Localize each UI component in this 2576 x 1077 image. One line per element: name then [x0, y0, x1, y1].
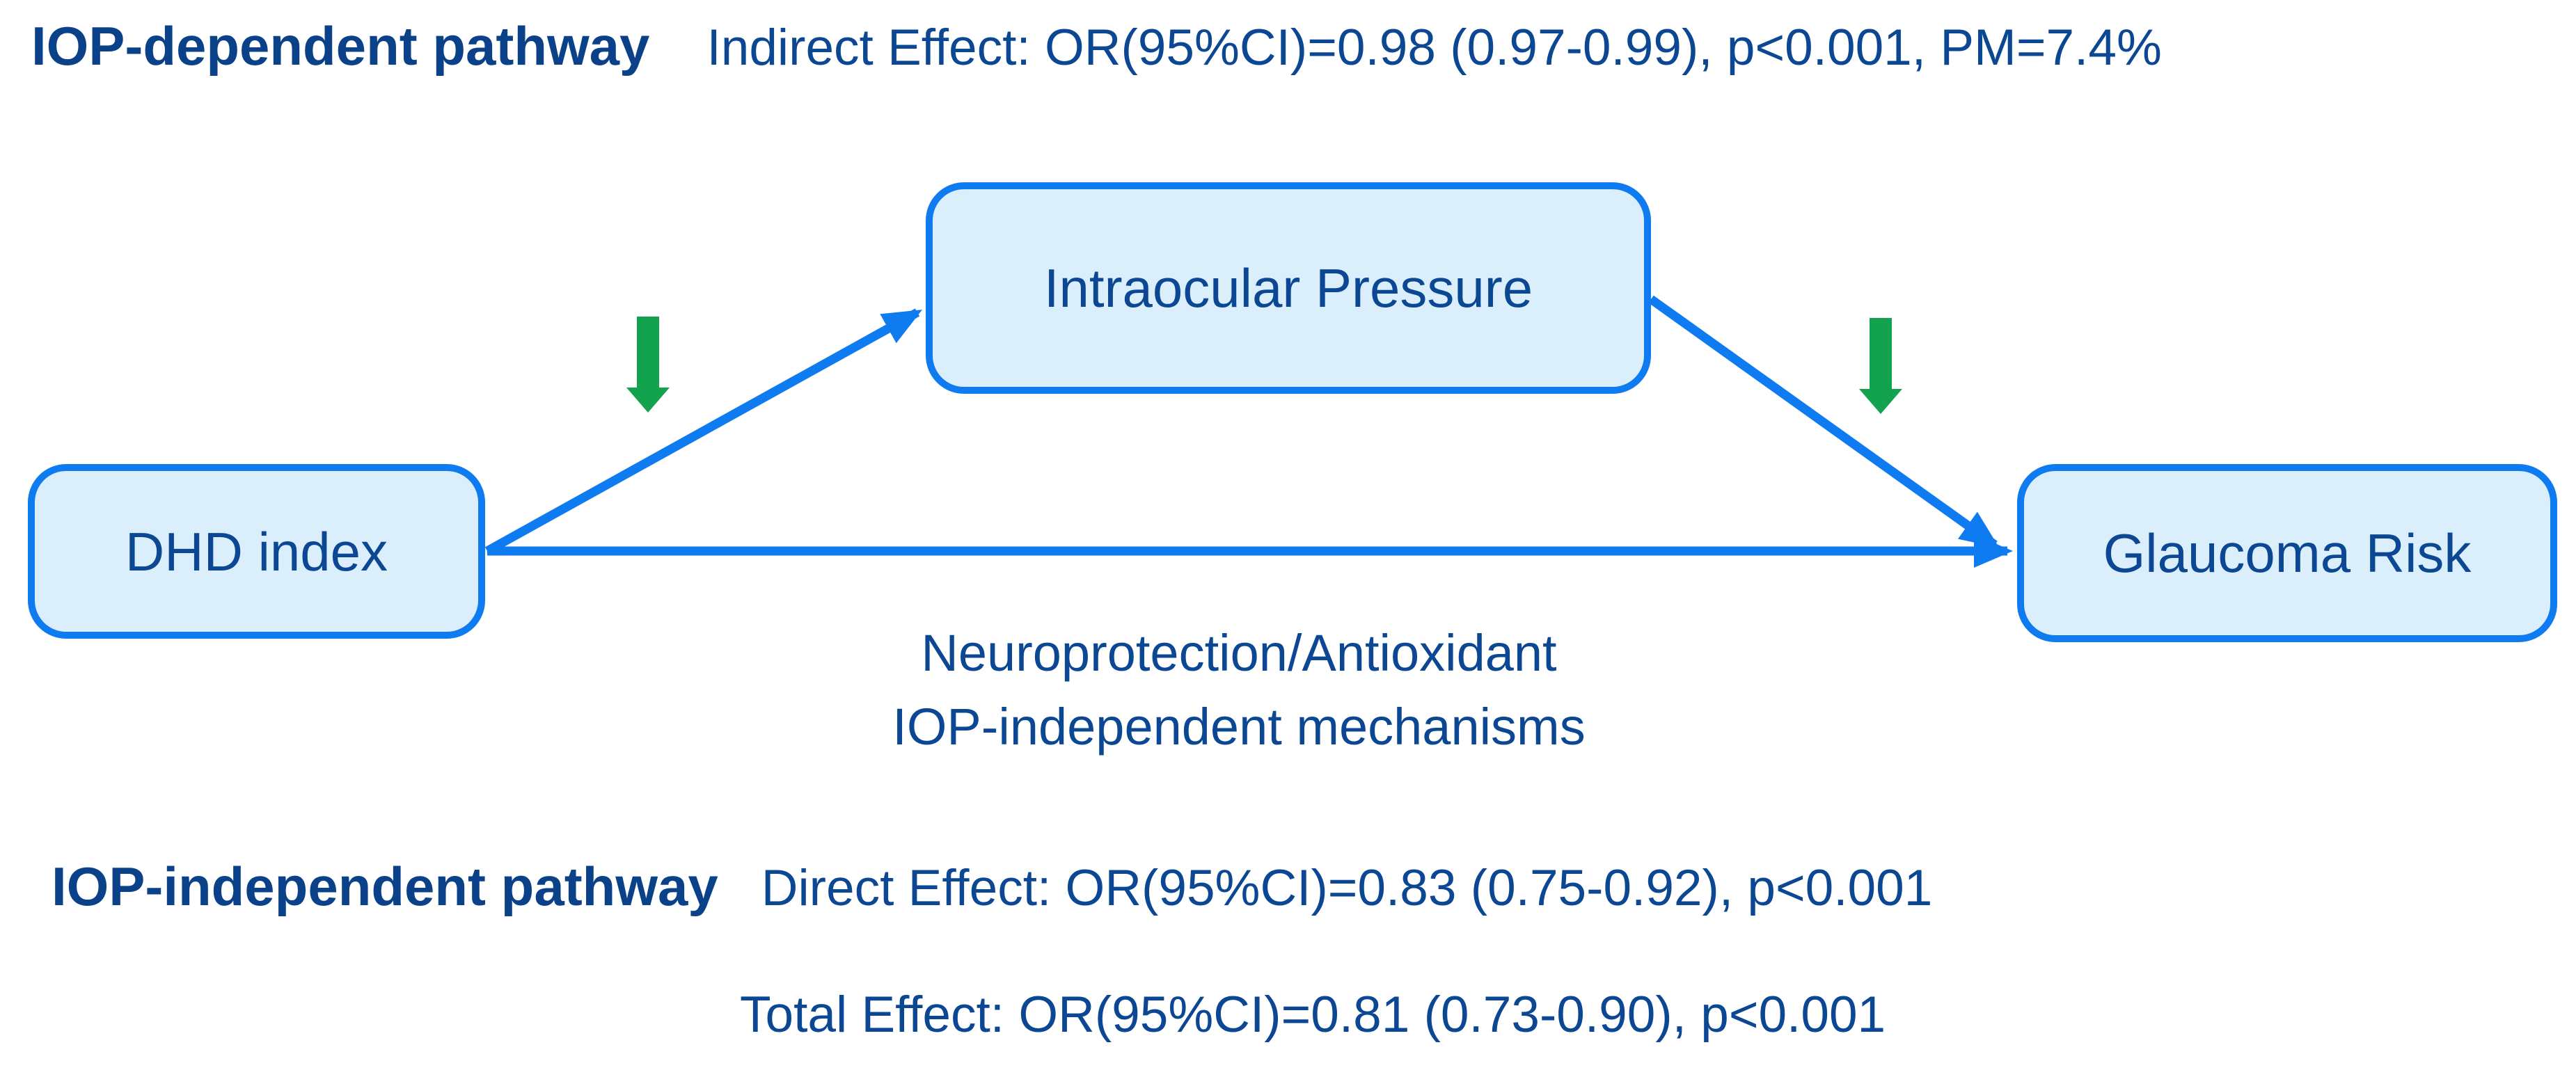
- indirect-effect-stat: Indirect Effect: OR(95%CI)=0.98 (0.97-0.…: [706, 19, 2162, 76]
- node-intraocular-pressure: Intraocular Pressure: [926, 182, 1651, 394]
- decrease-down-arrow-icon-left: [626, 317, 670, 413]
- total-effect-stat: Total Effect: OR(95%CI)=0.81 (0.73-0.90)…: [740, 987, 1886, 1043]
- mechanism-label-line2: IOP-independent mechanisms: [892, 698, 1586, 756]
- node-dhd-index: DHD index: [28, 464, 485, 639]
- node-intraocular-pressure-label: Intraocular Pressure: [1043, 257, 1533, 319]
- total-effect-row: Total Effect: OR(95%CI)=0.81 (0.73-0.90)…: [740, 982, 1886, 1048]
- arrow-iop-to-glaucoma: [1648, 295, 2000, 549]
- node-glaucoma-risk-label: Glaucoma Risk: [2103, 522, 2472, 584]
- top-annotation-row: IOP-dependent pathway Indirect Effect: O…: [31, 13, 2162, 81]
- mechanism-label-line1: Neuroprotection/Antioxidant: [921, 624, 1557, 682]
- arrow-dhd-to-iop: [484, 308, 922, 555]
- node-glaucoma-risk: Glaucoma Risk: [2017, 464, 2557, 642]
- direct-effect-stat: Direct Effect: OR(95%CI)=0.83 (0.75-0.92…: [761, 860, 1933, 916]
- decrease-down-arrow-icon-right: [1859, 318, 1902, 414]
- node-dhd-index-label: DHD index: [125, 520, 388, 582]
- iop-dependent-pathway-title: IOP-dependent pathway: [31, 15, 650, 77]
- iop-independent-pathway-title: IOP-independent pathway: [52, 856, 718, 917]
- mechanism-label: Neuroprotection/Antioxidant IOP-independ…: [787, 616, 1691, 764]
- bottom-annotation-row: IOP-independent pathway Direct Effect: O…: [52, 853, 1932, 922]
